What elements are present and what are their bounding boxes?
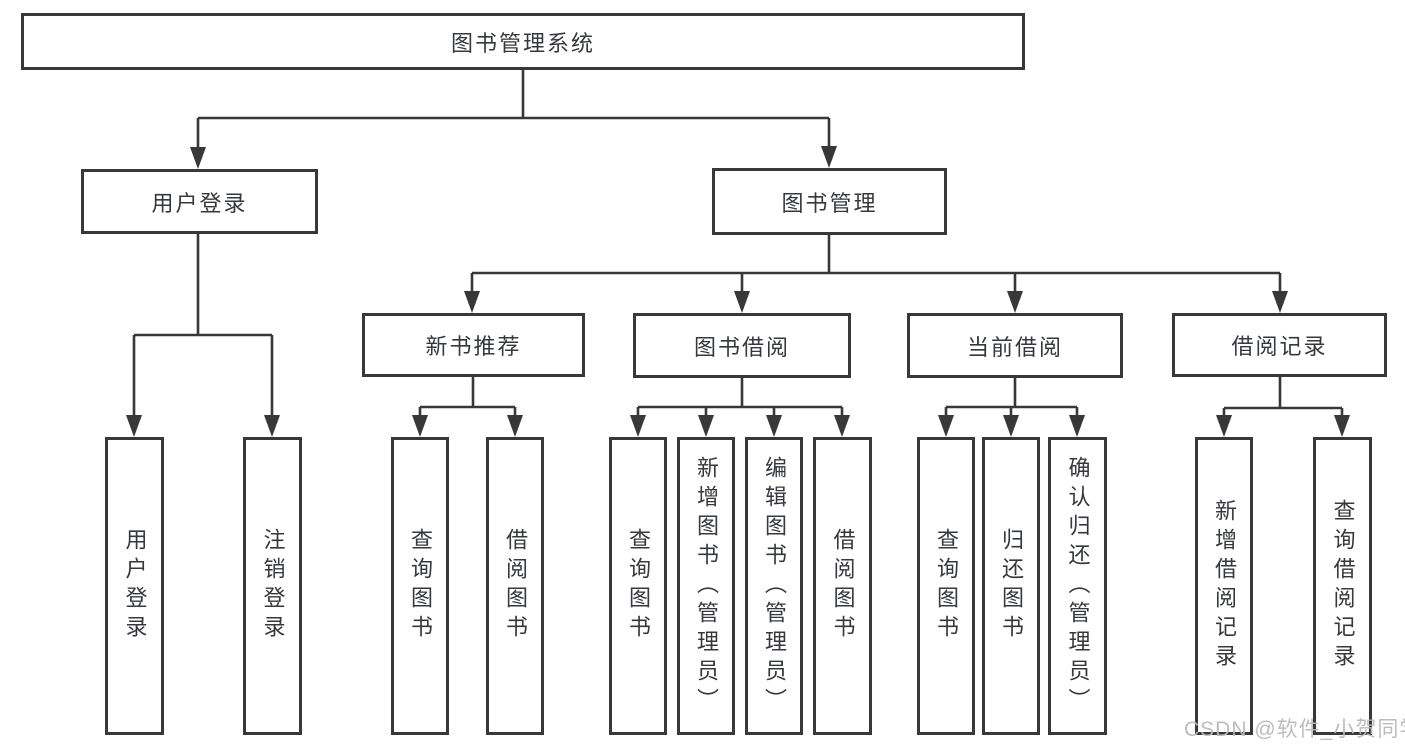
node-user-login-branch: 用户登录: [81, 169, 318, 234]
leaf-query-books-current-label: 查询图书: [934, 528, 959, 644]
leaf-add-borrow-record: 新增借阅记录: [1195, 437, 1253, 735]
leaf-borrow-books-recommend: 借阅图书: [486, 437, 544, 735]
leaf-user-login: 用户登录: [105, 437, 164, 735]
leaf-query-books-borrowing: 查询图书: [609, 437, 667, 735]
node-current-borrowing: 当前借阅: [907, 313, 1123, 378]
arrowheads: [126, 146, 1350, 437]
connector-current: [944, 378, 1079, 417]
node-new-book-recommend-label: 新书推荐: [425, 334, 522, 359]
leaf-borrow-books-borrowing-label: 借阅图书: [830, 528, 856, 644]
leaf-query-books-recommend-label: 查询图书: [408, 528, 433, 644]
node-borrow-records-label: 借阅记录: [1231, 334, 1328, 359]
leaf-query-books-recommend: 查询图书: [391, 437, 449, 735]
csdn-watermark: CSDN @软件_小贺同学: [1184, 718, 1405, 741]
leaf-query-borrow-record-label: 查询借阅记录: [1330, 499, 1356, 673]
node-root: 图书管理系统: [21, 13, 1025, 70]
connector-records: [1222, 377, 1344, 417]
connector-root-stem: [196, 70, 831, 149]
node-current-borrowing-label: 当前借阅: [966, 334, 1063, 360]
connector-book-mgmt: [470, 235, 1282, 293]
connector-borrowing: [636, 378, 844, 417]
leaf-query-borrow-record: 查询借阅记录: [1313, 437, 1372, 735]
leaf-borrow-books-borrowing: 借阅图书: [813, 437, 872, 735]
leaf-add-books-admin-label: 新增图书（管理员）: [694, 455, 719, 717]
leaf-edit-books-admin-label: 编辑图书（管理员）: [762, 455, 787, 717]
leaf-user-login-label: 用户登录: [122, 528, 148, 644]
leaf-logout-label: 注销登录: [260, 528, 286, 644]
node-book-borrowing-label: 图书借阅: [693, 334, 790, 360]
connector-new-book: [418, 377, 517, 417]
leaf-add-books-admin: 新增图书（管理员）: [677, 437, 735, 735]
leaf-borrow-books-recommend-label: 借阅图书: [503, 528, 528, 644]
leaf-return-books: 归还图书: [982, 437, 1040, 735]
leaf-add-borrow-record-label: 新增借阅记录: [1212, 499, 1237, 673]
leaf-confirm-return-admin-label: 确认归还（管理员）: [1065, 455, 1091, 717]
node-user-login-branch-label: 用户登录: [151, 190, 248, 216]
node-borrow-records: 借阅记录: [1172, 313, 1387, 377]
node-book-borrowing: 图书借阅: [633, 313, 851, 378]
leaf-query-books-current: 查询图书: [917, 437, 975, 735]
node-book-management: 图书管理: [712, 168, 947, 235]
node-book-management-label: 图书管理: [781, 190, 878, 216]
leaf-edit-books-admin: 编辑图书（管理员）: [745, 437, 803, 735]
leaf-logout: 注销登录: [243, 437, 302, 735]
node-root-label: 图书管理系统: [450, 30, 595, 56]
leaf-confirm-return-admin: 确认归还（管理员）: [1048, 437, 1107, 735]
node-new-book-recommend: 新书推荐: [362, 313, 585, 377]
leaf-return-books-label: 归还图书: [999, 528, 1024, 644]
leaf-query-books-borrowing-label: 查询图书: [626, 528, 651, 644]
connector-user-login: [132, 234, 274, 417]
